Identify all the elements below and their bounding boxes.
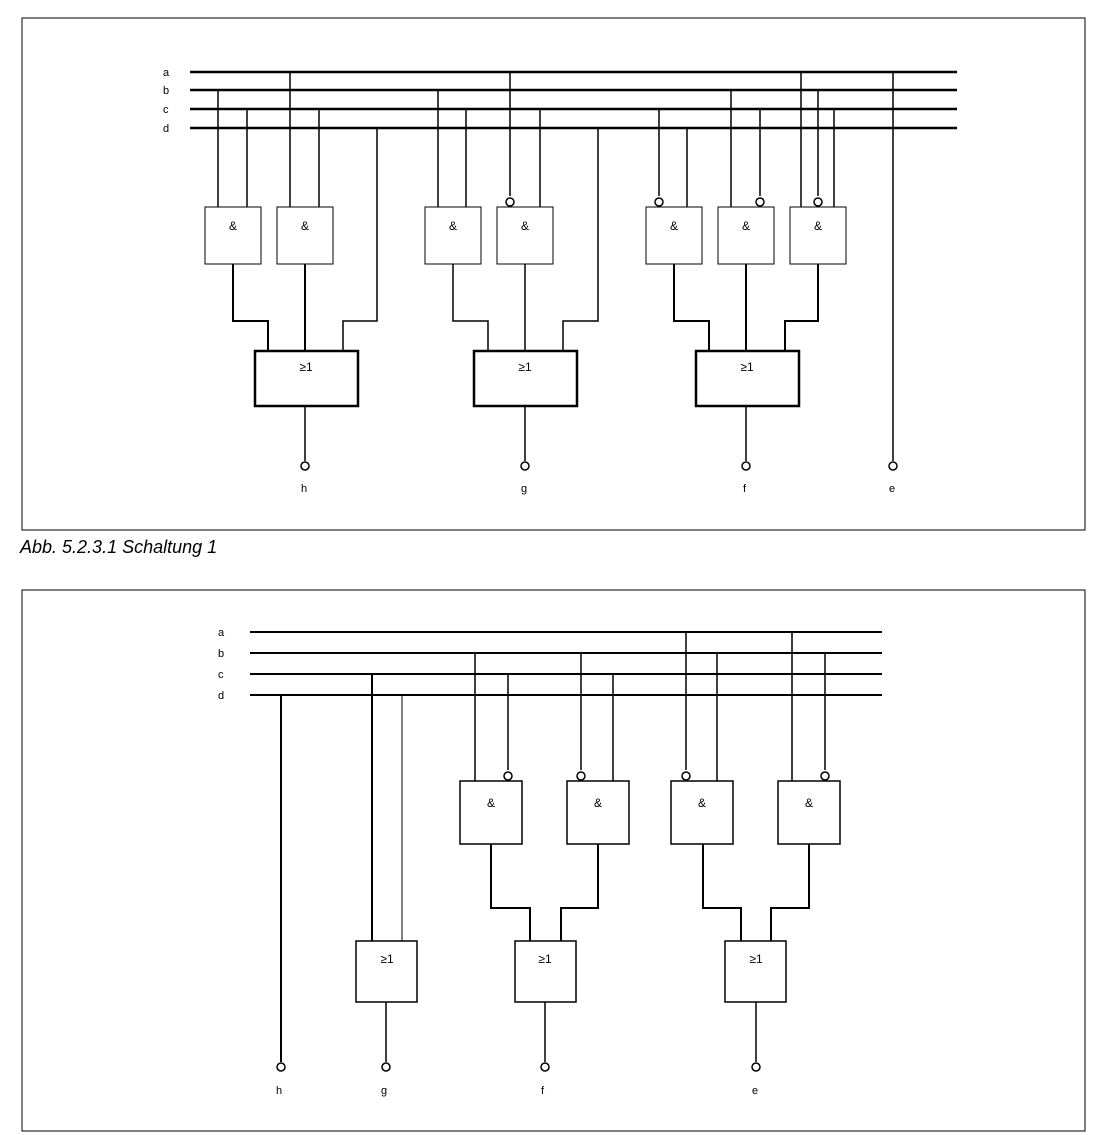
wires-and-to-or-3 xyxy=(673,264,819,351)
bus-label-a: a xyxy=(163,67,170,79)
output-terminal-icon xyxy=(751,1062,761,1072)
and-gate-label: & xyxy=(594,796,602,810)
and-gate-label: & xyxy=(814,219,822,233)
output-label-g: g xyxy=(521,483,527,495)
and-gate-6 xyxy=(717,206,775,265)
output-terminal-icon xyxy=(741,461,751,471)
and-gate-label: & xyxy=(698,796,706,810)
inverter-bubble-icon xyxy=(503,771,513,781)
or-gate-3 xyxy=(694,349,801,408)
output-terminal-icon xyxy=(381,1062,391,1072)
or-gate-label: ≥1 xyxy=(518,360,532,374)
bus-label-c: c xyxy=(218,669,224,681)
wires-and-to-or-1 xyxy=(232,264,306,351)
and-gate-3 xyxy=(670,780,734,845)
output-terminal-icon xyxy=(888,461,898,471)
wires-and-to-or-f xyxy=(490,844,599,941)
and-gate-label: & xyxy=(521,219,529,233)
or-gate-label: ≥1 xyxy=(749,952,763,966)
or-gate-g xyxy=(355,940,418,1003)
and-gate-label: & xyxy=(670,219,678,233)
and-gate-label: & xyxy=(449,219,457,233)
and-gate-4 xyxy=(496,206,554,265)
wires-group-3-inputs xyxy=(658,72,835,207)
wires-and-4-inputs xyxy=(791,632,826,781)
and-gate-label: & xyxy=(742,219,750,233)
figure-2-circuit xyxy=(21,589,1086,1132)
output-terminal-icon xyxy=(276,1062,286,1072)
and-gate-3 xyxy=(424,206,482,265)
and-gate-1 xyxy=(459,780,523,845)
output-label-e: e xyxy=(752,1085,758,1097)
bus-label-d: d xyxy=(163,123,169,135)
bus-label-c: c xyxy=(163,104,169,116)
and-gate-label: & xyxy=(805,796,813,810)
output-terminal-icon xyxy=(300,461,310,471)
figure-1-frame xyxy=(21,17,1086,531)
output-label-h: h xyxy=(301,483,307,495)
wires-or-outputs xyxy=(385,1002,757,1062)
output-label-g: g xyxy=(381,1085,387,1097)
and-gate-7 xyxy=(789,206,847,265)
output-label-e: e xyxy=(889,483,895,495)
bus-label-a: a xyxy=(218,627,225,639)
inverter-bubble-icon xyxy=(681,771,691,781)
wires-and-to-or-2 xyxy=(452,264,526,351)
and-gate-4 xyxy=(777,780,841,845)
inverter-bubble-icon xyxy=(654,197,664,207)
wires-or-outputs xyxy=(304,406,747,461)
inverter-bubble-icon xyxy=(576,771,586,781)
wires-group-1-inputs xyxy=(217,72,378,351)
figure-2-labels: a b c d & & & & ≥1 ≥1 ≥1 h g f e xyxy=(218,627,813,1097)
or-gate-label: ≥1 xyxy=(538,952,552,966)
wires-and-to-or-e xyxy=(702,844,810,941)
and-gate-label: & xyxy=(487,796,495,810)
figure-1-labels: a b c d & & & & & & & ≥1 ≥1 ≥1 h g f e xyxy=(163,67,895,495)
wires-and-3-inputs xyxy=(685,632,718,781)
or-gate-label: ≥1 xyxy=(740,360,754,374)
inverter-bubble-icon xyxy=(820,771,830,781)
or-gate-label: ≥1 xyxy=(380,952,394,966)
output-terminal-icon xyxy=(540,1062,550,1072)
wires-and-2-inputs xyxy=(580,653,614,781)
inverter-bubble-icon xyxy=(505,197,515,207)
bus-label-b: b xyxy=(163,85,169,97)
output-terminal-icon xyxy=(520,461,530,471)
and-gate-2 xyxy=(276,206,334,265)
inverter-bubble-icon xyxy=(813,197,823,207)
and-gate-label: & xyxy=(229,219,237,233)
wires-group-2-inputs xyxy=(437,72,599,351)
bus-label-d: d xyxy=(218,690,224,702)
or-gate-1 xyxy=(253,349,360,408)
or-gate-f xyxy=(514,940,577,1003)
figure-1-circuit xyxy=(21,17,1086,531)
bus-label-b: b xyxy=(218,648,224,660)
and-gate-label: & xyxy=(301,219,309,233)
output-label-h: h xyxy=(276,1085,282,1097)
output-label-f: f xyxy=(541,1085,545,1097)
inverter-bubble-icon xyxy=(755,197,765,207)
figure-2-frame xyxy=(21,589,1086,1132)
output-label-f: f xyxy=(743,483,747,495)
or-gate-e xyxy=(724,940,787,1003)
or-gate-label: ≥1 xyxy=(299,360,313,374)
and-gate-1 xyxy=(204,206,262,265)
figure-1-caption: Abb. 5.2.3.1 Schaltung 1 xyxy=(20,537,218,557)
and-gate-5 xyxy=(645,206,703,265)
and-gate-2 xyxy=(566,780,630,845)
wires-and-1-inputs xyxy=(474,653,509,781)
